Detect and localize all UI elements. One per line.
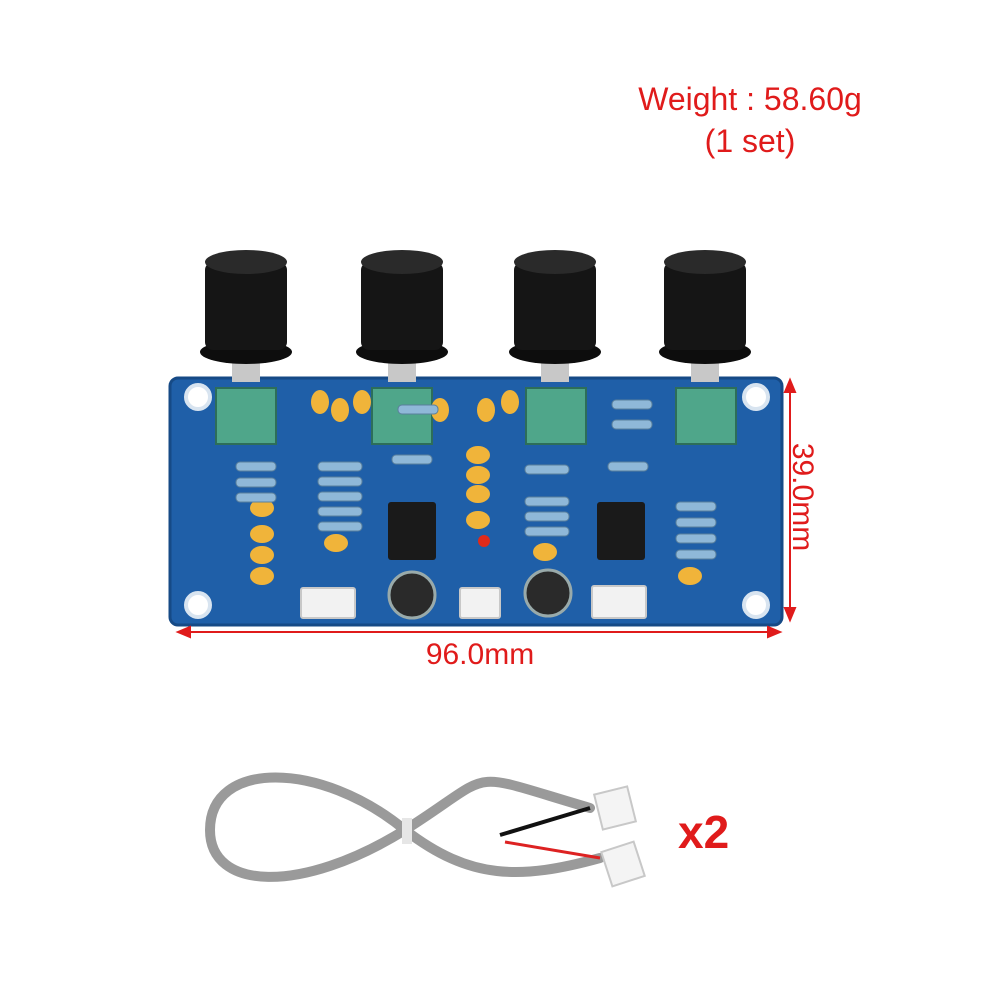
weight-line-2: (1 set) [704, 123, 796, 159]
width-dimension-label: 96.0mm [425, 638, 535, 671]
ic-chips [388, 502, 645, 560]
dimension-arrows [175, 377, 797, 639]
ceramic-capacitors [250, 390, 702, 585]
weight-annotation: Weight : 58.60g (1 set) [560, 78, 940, 162]
mounting-holes [184, 383, 770, 619]
height-dimension-label: 39.0mm [786, 442, 819, 552]
cable [204, 772, 646, 888]
resistors [235, 399, 717, 560]
electrolytic-capacitors [387, 568, 573, 620]
knobs [200, 250, 751, 382]
weight-line-1: Weight : 58.60g [638, 81, 862, 117]
cable-quantity-label: x2 [678, 806, 730, 858]
led [478, 535, 490, 547]
potentiometers [215, 387, 737, 445]
connectors [300, 585, 647, 619]
